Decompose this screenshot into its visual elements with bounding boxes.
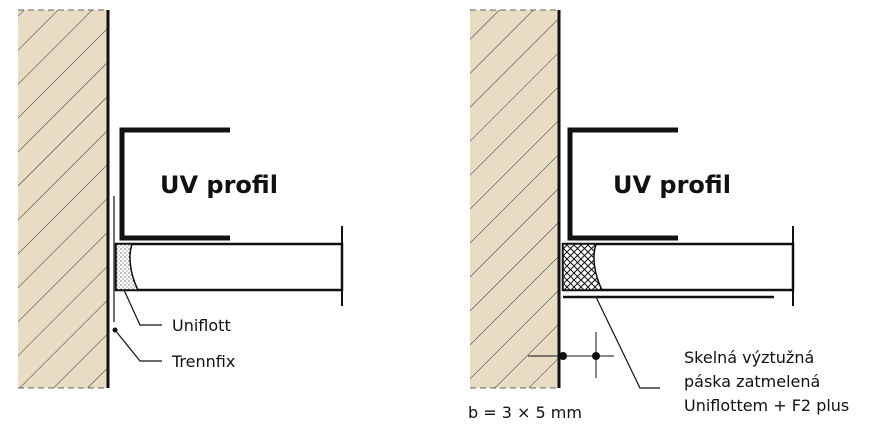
left-uniflott-filler bbox=[115, 243, 140, 291]
right-callout-line-1: Skelná výztužná bbox=[684, 348, 814, 367]
left-uniflott-leader bbox=[123, 289, 162, 326]
right-uniflott-filler bbox=[562, 243, 604, 291]
right-profile-label: UV profil bbox=[613, 171, 731, 199]
left-wall bbox=[18, 10, 108, 388]
left-trennfix-leader bbox=[114, 329, 162, 362]
left-uv-profile bbox=[119, 127, 230, 241]
right-dimension-dot-left bbox=[559, 352, 567, 360]
right-callout-line-3: Uniflottem + F2 plus bbox=[684, 396, 849, 415]
left-detail: UV profil Uniflott Trennfix bbox=[18, 9, 344, 389]
left-callout-uniflott: Uniflott bbox=[172, 316, 231, 335]
right-callout-line-2: páska zatmelená bbox=[684, 372, 820, 391]
left-callout-trennfix: Trennfix bbox=[171, 352, 235, 371]
left-profile-label: UV profil bbox=[160, 171, 278, 199]
right-detail: UV profil Skelná výztužná páska zatmelen… bbox=[468, 9, 849, 422]
right-dimension-text: b = 3 × 5 mm bbox=[468, 403, 582, 422]
left-board bbox=[114, 242, 344, 292]
right-dimension-dot-right bbox=[592, 352, 600, 360]
right-uv-profile bbox=[567, 127, 678, 241]
right-tape-leader bbox=[595, 296, 660, 389]
right-wall bbox=[470, 10, 559, 388]
